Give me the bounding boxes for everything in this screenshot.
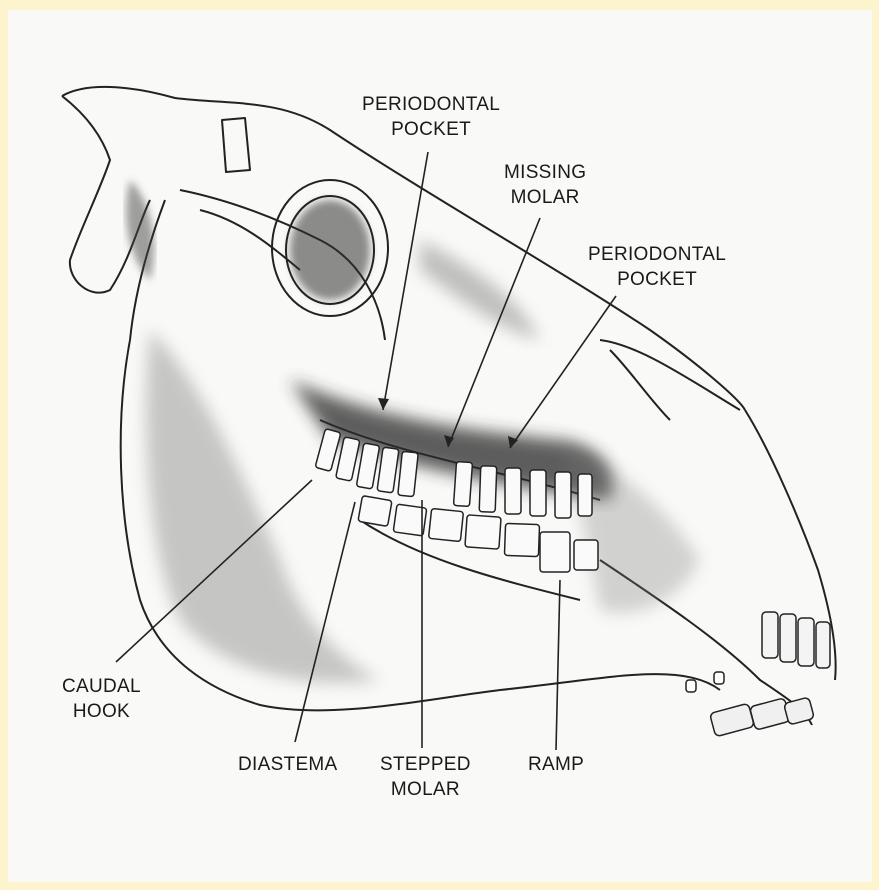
label-diastema: DIASTEMA [238,752,338,777]
label-caudal-hook: CAUDAL HOOK [62,674,141,724]
label-ramp: RAMP [528,752,584,777]
leader-ramp [556,580,560,750]
lower-incisors [710,697,815,737]
label-periodontal-pocket-2: PERIODONTAL POCKET [588,242,726,292]
label-stepped-molar: STEPPED MOLAR [380,752,471,802]
label-periodontal-pocket-1: PERIODONTAL POCKET [362,92,500,142]
label-missing-molar: MISSING MOLAR [504,160,586,210]
leader-periodontal-pocket-1 [383,152,428,410]
upper-incisors [762,612,830,668]
